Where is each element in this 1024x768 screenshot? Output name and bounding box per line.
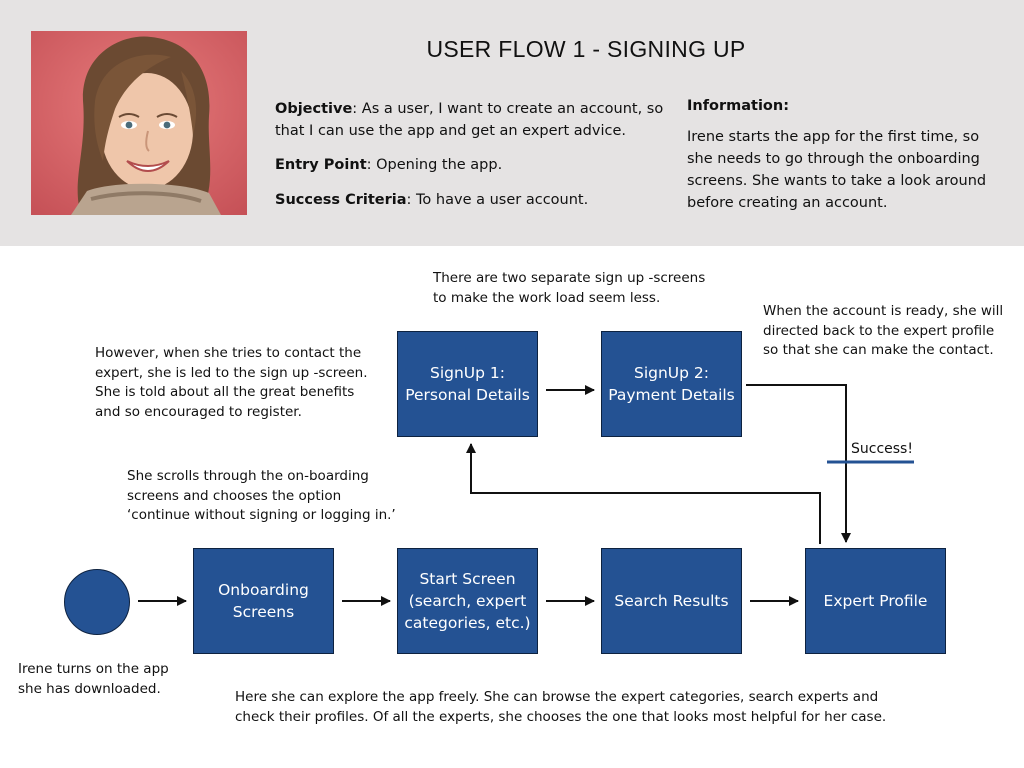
note-line: so that she can make the contact. — [763, 342, 994, 358]
node-search-results: Search Results — [601, 548, 742, 654]
information-text: Irene starts the app for the first time,… — [687, 129, 987, 211]
note-line: Here she can explore the app freely. She… — [235, 689, 879, 705]
note-two-signup-screens: There are two separate sign up -screens … — [433, 269, 705, 308]
note-explore-app: Here she can explore the app freely. She… — [235, 688, 886, 727]
note-contact-expert: However, when she tries to contact the e… — [95, 344, 368, 422]
note-line: She is told about all the great benefits — [95, 384, 355, 400]
objective-text: Objective: As a user, I want to create a… — [275, 98, 670, 142]
entry-point-label: Entry Point — [275, 157, 367, 173]
note-line: and so encouraged to register. — [95, 403, 302, 420]
page-title: USER FLOW 1 - SIGNING UP — [426, 36, 746, 62]
note-line: When the account is ready, she will — [763, 303, 1004, 319]
success-label: Success! — [851, 441, 913, 457]
note-account-ready: When the account is ready, she will dire… — [763, 302, 1003, 361]
note-irene-turns-on-app: Irene turns on the app she has downloade… — [18, 660, 169, 699]
entry-point-text: Entry Point: Opening the app. — [275, 154, 670, 176]
information-heading: Information: — [687, 95, 997, 117]
note-line: However, when she tries to contact the — [95, 345, 362, 361]
node-signup-personal-details: SignUp 1: Personal Details — [397, 331, 538, 437]
node-onboarding-screens: Onboarding Screens — [193, 548, 334, 654]
node-signup-payment-details: SignUp 2: Payment Details — [601, 331, 742, 437]
start-node — [64, 569, 130, 635]
objective-value: : As a user, I want to create an account… — [275, 101, 664, 139]
note-line: directed back to the expert profile — [763, 322, 995, 339]
arrow-expert-to-signup1 — [466, 443, 821, 544]
note-line: She scrolls through the on-boarding — [127, 468, 369, 484]
success-criteria-label: Success Criteria — [275, 192, 407, 208]
entry-point-value: : Opening the app. — [366, 157, 503, 173]
objective-label: Objective — [275, 101, 353, 117]
note-line: to make the work load seem less. — [433, 289, 661, 306]
arrow-signup2-to-expert — [746, 384, 851, 543]
note-line: expert, she is led to the sign up -scree… — [95, 364, 368, 381]
note-line: check their profiles. Of all the experts… — [235, 708, 887, 725]
note-line: screens and chooses the option — [127, 487, 342, 504]
note-line: ‘continue without signing or logging in.… — [127, 507, 396, 523]
information-label: Information: — [687, 98, 790, 114]
node-start-screen: Start Screen (search, expert categories,… — [397, 548, 538, 654]
node-expert-profile: Expert Profile — [805, 548, 946, 654]
success-criteria-value: : To have a user account. — [406, 192, 589, 208]
persona-portrait-illustration — [31, 31, 247, 215]
note-line: Irene turns on the app — [18, 661, 169, 677]
success-criteria-text: Success Criteria: To have a user account… — [275, 189, 670, 211]
user-persona-photo — [31, 31, 247, 215]
note-line: she has downloaded. — [18, 680, 161, 697]
note-onboarding-scroll: She scrolls through the on-boarding scre… — [127, 467, 396, 526]
note-line: There are two separate sign up -screens — [433, 270, 706, 286]
